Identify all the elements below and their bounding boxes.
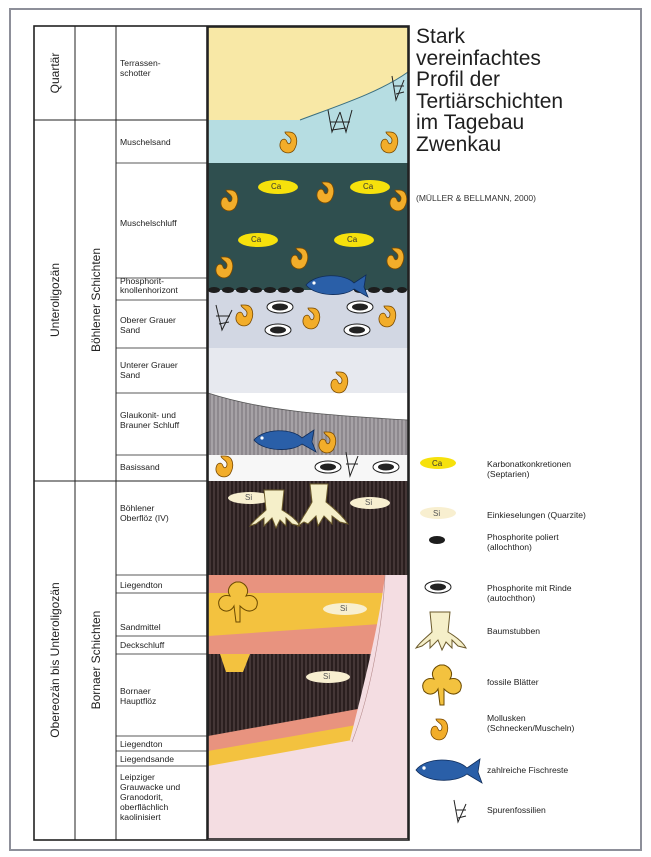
- layer-label: Liegendton: [120, 739, 163, 749]
- title-line: Stark: [416, 26, 563, 48]
- layer-label: Bornaer Hauptflöz: [120, 686, 156, 706]
- mollusc-icon: [431, 719, 448, 740]
- layer-label: Muschelsand: [120, 137, 171, 147]
- layer-label: Basissand: [120, 462, 160, 472]
- epoch-label-obereozaen: Obereozän bis Unteroligozän: [48, 582, 62, 737]
- ca-label: Ca: [251, 235, 261, 244]
- legend-label: Spurenfossilien: [487, 805, 546, 815]
- legend-label: Karbonatkonkretionen (Septarien): [487, 459, 571, 479]
- legend-label: zahlreiche Fischreste: [487, 765, 568, 775]
- si-label: Si: [245, 493, 252, 502]
- tree-stump-icon: [416, 612, 466, 650]
- layer-label: Liegendsande: [120, 754, 174, 764]
- layer-label: Liegendton: [120, 580, 163, 590]
- geology-profile: [208, 27, 408, 840]
- si-label: Si: [365, 498, 372, 507]
- title-line: Profil der: [416, 69, 563, 91]
- layer-label: Muschelschluff: [120, 218, 177, 228]
- layer-row-lines: [116, 120, 207, 766]
- ca-label: Ca: [363, 182, 373, 191]
- phosphorite-rind-icon: [425, 581, 451, 593]
- figure-title: Stark vereinfachtes Profil der Tertiärsc…: [416, 26, 563, 155]
- source-citation: (MÜLLER & BELLMANN, 2000): [416, 193, 536, 203]
- title-line: im Tagebau: [416, 112, 563, 134]
- trace-fossil-icon: [454, 800, 466, 822]
- carbonate-concretion-icon: Ca: [420, 457, 456, 469]
- phosphorite-polished-icon: [429, 536, 445, 544]
- layer-label: Deckschluff: [120, 640, 164, 650]
- silicification-icon: Si: [420, 507, 456, 519]
- layer-label: Terrassen- schotter: [120, 58, 161, 78]
- title-line: Zwenkau: [416, 134, 563, 156]
- layer-label: Unterer Grauer Sand: [120, 360, 178, 380]
- svg-text:Ca: Ca: [432, 459, 443, 468]
- fish-icon: [416, 759, 482, 783]
- epoch-label-quartaer: Quartär: [48, 53, 62, 94]
- layer-label: Leipziger Grauwacke und Granodorit, ober…: [120, 772, 180, 822]
- group-label-bornaer: Bornaer Schichten: [89, 611, 103, 710]
- svg-text:Si: Si: [433, 509, 440, 518]
- group-label-boehlener: Böhlener Schichten: [89, 248, 103, 352]
- layer-label: Phosphorit- knollenhorizont: [120, 277, 178, 295]
- legend-label: Baumstubben: [487, 626, 540, 636]
- ca-label: Ca: [271, 182, 281, 191]
- epoch-label-unteroligozaen: Unteroligozän: [48, 263, 62, 337]
- fossil-leaf-icon: [423, 665, 462, 705]
- layer-label: Glaukonit- und Brauner Schluff: [120, 410, 179, 430]
- legend-label: Einkieselungen (Quarzite): [487, 510, 586, 520]
- title-line: Tertiärschichten: [416, 91, 563, 113]
- layer-label: Böhlener Oberflöz (IV): [120, 503, 169, 523]
- layer-label: Oberer Grauer Sand: [120, 315, 176, 335]
- unterer-grauer-sand-layer: [208, 348, 408, 393]
- muschelschluff-layer: [208, 163, 408, 280]
- legend-label: Mollusken (Schnecken/Muscheln): [487, 713, 574, 733]
- ca-label: Ca: [347, 235, 357, 244]
- si-label: Si: [323, 672, 330, 681]
- legend-label: fossile Blätter: [487, 677, 539, 687]
- legend-label: Phosphorite mit Rinde (autochthon): [487, 583, 572, 603]
- title-line: vereinfachtes: [416, 48, 563, 70]
- layer-label: Sandmittel: [120, 622, 161, 632]
- legend-label: Phosphorite poliert (allochthon): [487, 532, 559, 552]
- legend-icons: Ca Si: [410, 440, 490, 840]
- si-label: Si: [340, 604, 347, 613]
